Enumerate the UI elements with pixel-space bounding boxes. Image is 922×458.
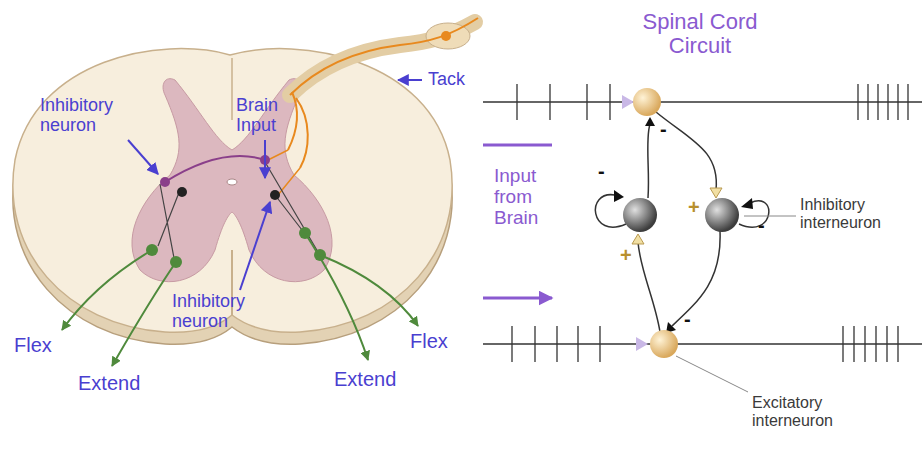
cord-section xyxy=(13,49,452,333)
sensory-cell-body xyxy=(441,31,451,41)
root-sheath xyxy=(290,22,475,95)
spike xyxy=(516,84,517,120)
input-label: Brain Input xyxy=(236,96,300,136)
input-label: Input from Brain xyxy=(494,166,556,229)
inhibitory-synapse xyxy=(645,117,655,126)
spike xyxy=(875,326,876,362)
spike xyxy=(857,84,858,120)
central-canal xyxy=(227,179,237,185)
pointer-arrow xyxy=(128,140,158,174)
sensory-fiber xyxy=(296,98,308,168)
synapse-sign: + xyxy=(688,196,700,218)
neuron-label: Inhibitory neuron xyxy=(172,292,270,332)
circuit xyxy=(483,84,922,392)
synapse-fiber xyxy=(268,150,300,195)
spike xyxy=(586,84,587,120)
pointer-arrows xyxy=(128,80,422,290)
excitatory-neuron xyxy=(633,88,661,116)
movement-label: Extend xyxy=(78,372,140,394)
spike xyxy=(511,326,512,362)
inhibitory-synapse xyxy=(741,198,753,209)
self-loop xyxy=(595,195,626,228)
spike xyxy=(599,326,600,362)
movement-label: Flex xyxy=(14,334,52,356)
spike xyxy=(549,84,550,120)
motor-axon xyxy=(62,250,152,330)
inhibitory-neuron xyxy=(623,198,657,232)
inhibitory-synapse xyxy=(614,190,624,202)
synapse-sign: - xyxy=(684,308,691,330)
spike xyxy=(556,326,557,362)
connection xyxy=(648,124,650,198)
synapse-triangle xyxy=(636,337,648,351)
pointer-arrow xyxy=(240,202,270,290)
inhibitory-neuron xyxy=(705,198,739,232)
diagram-title: Spinal Cord Circuit xyxy=(625,10,775,58)
movement-label: Extend xyxy=(334,368,396,390)
sensory-fiber xyxy=(288,92,297,150)
spike xyxy=(867,84,868,120)
connection xyxy=(672,231,720,326)
motor-axon xyxy=(112,262,176,366)
neuron xyxy=(177,187,187,197)
synapse-sign: - xyxy=(660,118,667,140)
cell-label: Excitatory interneuron xyxy=(752,394,867,429)
inhibitory-neuron xyxy=(160,177,170,187)
grey-matter xyxy=(132,79,332,282)
spike xyxy=(864,326,865,362)
dorsal-root xyxy=(288,18,478,168)
neuron xyxy=(270,190,280,200)
excitatory-neuron xyxy=(650,330,678,358)
spinal-cord xyxy=(13,49,452,345)
interneuron-axon xyxy=(158,162,318,258)
leader-line xyxy=(676,356,748,392)
excitatory-synapse xyxy=(710,188,722,198)
synapse-triangle xyxy=(622,95,634,109)
stimulus-label: Tack xyxy=(428,70,465,90)
spike xyxy=(877,84,878,120)
tack-arrow xyxy=(398,79,422,81)
excitatory-synapse xyxy=(632,234,644,244)
dorsal-fissure xyxy=(231,58,233,120)
sensory-fiber xyxy=(290,18,478,95)
spike xyxy=(609,84,610,120)
axon-line xyxy=(483,101,922,103)
synapse-sign: - xyxy=(598,160,605,182)
cord-neurons xyxy=(62,150,418,366)
motor-axon xyxy=(320,255,418,326)
spike xyxy=(907,84,908,120)
neuron-label: Inhibitory neuron xyxy=(40,96,138,136)
spike xyxy=(886,326,887,362)
connection xyxy=(638,242,660,332)
spike xyxy=(897,326,898,362)
movement-label: Flex xyxy=(410,330,448,352)
spike xyxy=(842,326,843,362)
synapse-sign: - xyxy=(758,214,765,236)
axon-line xyxy=(483,343,922,345)
brain-input-arrow xyxy=(264,140,266,178)
spike xyxy=(853,326,854,362)
spike xyxy=(897,84,898,120)
cell-label: Inhibitory interneuron xyxy=(800,196,915,231)
leader-line xyxy=(744,216,796,217)
spike xyxy=(577,326,578,362)
motor-axon xyxy=(305,233,368,360)
crossing-axon xyxy=(165,156,265,182)
spike xyxy=(887,84,888,120)
spike xyxy=(534,326,535,362)
connection xyxy=(656,112,716,190)
synapse-sign: + xyxy=(620,244,632,266)
